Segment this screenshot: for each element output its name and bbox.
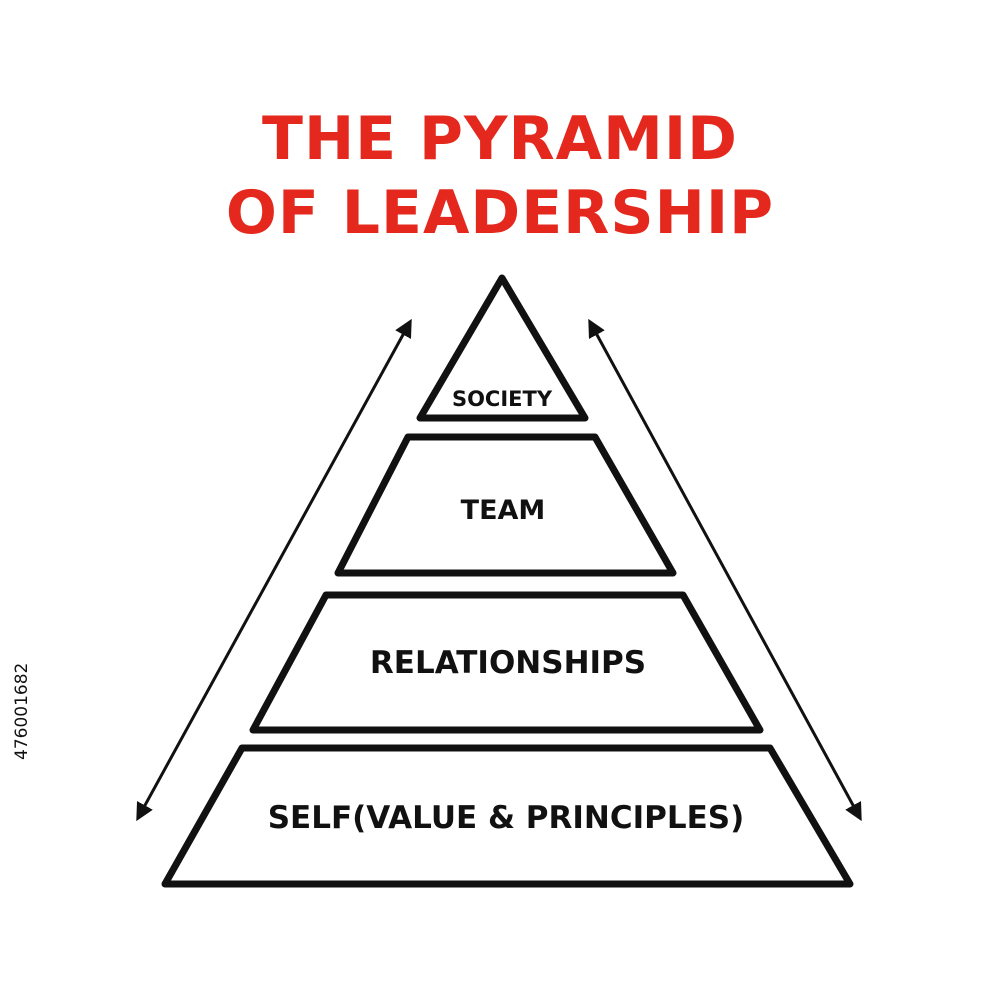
left-double-arrow — [136, 318, 412, 822]
side-stock-id: 476001682 — [12, 662, 32, 760]
level-label-relationships: RELATIONSHIPS — [370, 645, 646, 681]
level-label-team: TEAM — [461, 495, 546, 526]
pyramid-level-self — [161, 744, 854, 888]
level-label-society: SOCIETY — [452, 387, 553, 411]
title-line-2: OF LEADERSHIP — [225, 178, 775, 248]
pyramid-level-society — [416, 274, 589, 422]
title-line-1: THE PYRAMID — [262, 104, 738, 174]
level-label-self: SELF(VALUE & PRINCIPLES) — [268, 800, 745, 836]
pyramid-level-team — [334, 433, 677, 577]
right-double-arrow — [588, 318, 862, 822]
pyramid-level-relationships — [249, 591, 764, 734]
